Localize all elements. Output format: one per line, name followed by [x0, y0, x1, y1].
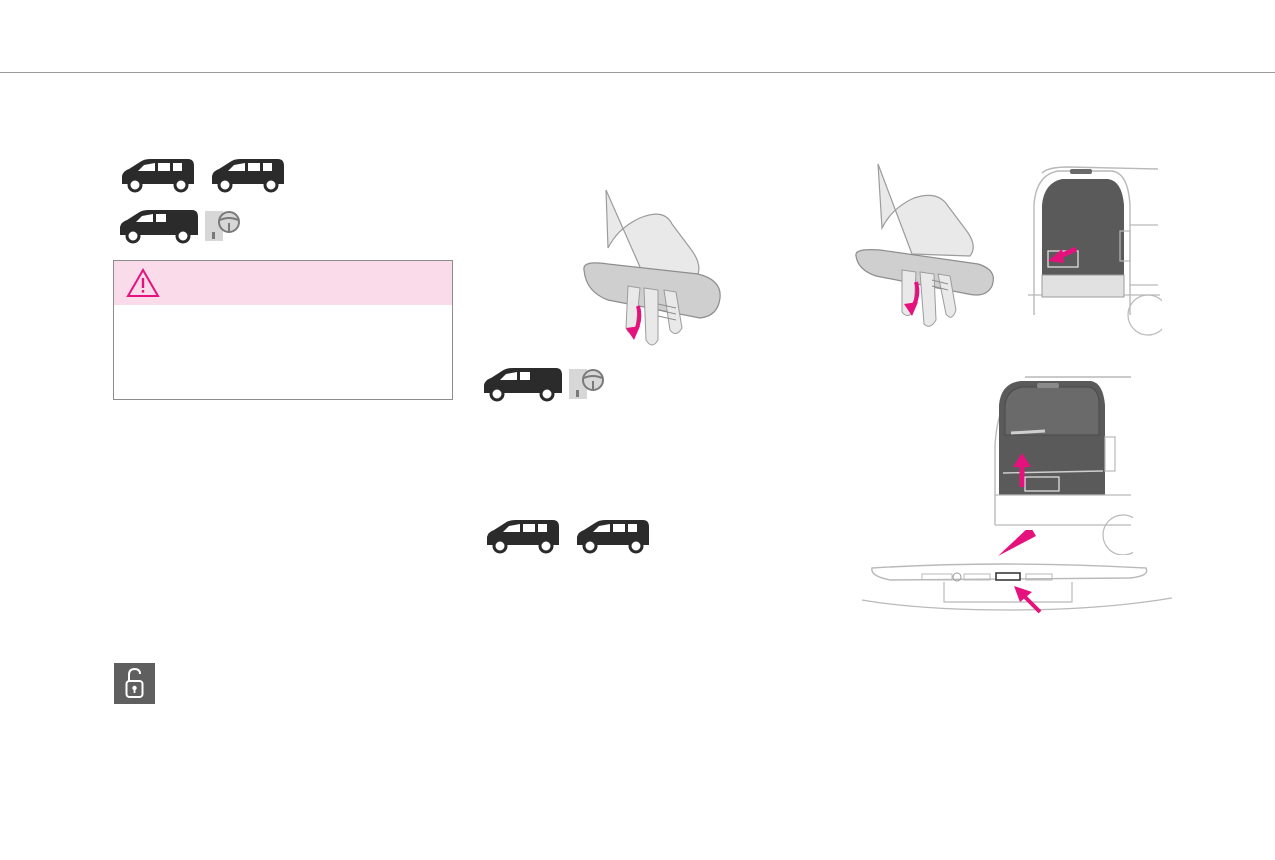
van-silhouette-icon — [577, 520, 649, 554]
header-rule — [0, 72, 1275, 73]
unlock-padlock-icon — [114, 663, 155, 704]
van-silhouette-icon — [120, 210, 198, 244]
van-silhouette-icon — [487, 520, 559, 554]
steering-wheel-icon — [205, 211, 240, 241]
warning-header — [114, 261, 452, 305]
rear-handle-hand-illustration — [852, 162, 1002, 332]
warning-triangle-icon — [126, 268, 160, 298]
van-silhouette-icon — [212, 159, 284, 193]
vehicle-variant-icon-row-2 — [116, 205, 256, 245]
tailgate-switch-detail-illustration — [860, 530, 1176, 618]
vehicle-variant-icon-row-3 — [480, 363, 620, 403]
tailgate-open-illustration — [985, 375, 1133, 555]
vehicle-variant-icon-row-4 — [483, 515, 653, 555]
tailgate-handle-hand-illustration — [578, 188, 728, 353]
vehicle-variant-icon-row-1 — [118, 154, 288, 194]
van-silhouette-icon — [122, 159, 194, 193]
warning-box — [113, 260, 453, 400]
van-silhouette-icon — [484, 368, 562, 402]
van-rear-door-illustration — [1028, 165, 1162, 337]
steering-wheel-icon — [569, 369, 604, 399]
